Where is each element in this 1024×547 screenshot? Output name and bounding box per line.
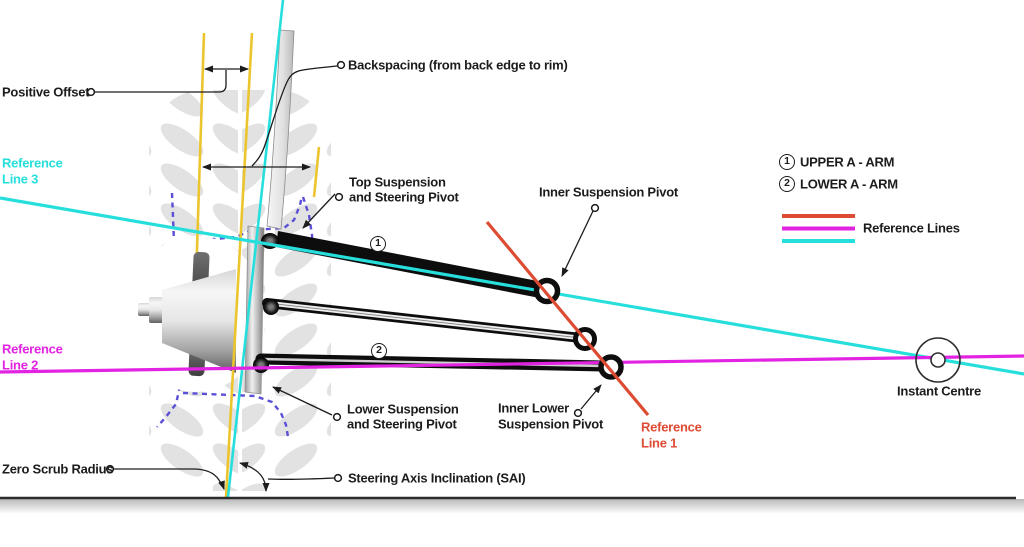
reference-line-3-label2: Line 3 xyxy=(2,171,39,187)
ground-shadow xyxy=(0,499,1024,514)
reference-line-3-label: Reference xyxy=(2,155,63,171)
reference-line-1-label2: Line 1 xyxy=(641,435,678,451)
lower-arm-number-marker: 2 xyxy=(371,343,387,359)
legend-reference-lines-label: Reference Lines xyxy=(863,220,960,236)
sai-connector xyxy=(267,477,335,480)
backspacing-label: Backspacing (from back edge to rim) xyxy=(348,57,568,73)
lower-pivot-terminal xyxy=(332,412,342,422)
legend-lower-arm-number: 2 xyxy=(779,176,795,192)
zero-scrub-terminal xyxy=(105,464,115,474)
sai-terminal xyxy=(333,473,343,483)
wheel-centreline xyxy=(224,32,254,498)
steering-axis-line xyxy=(226,0,285,498)
inner-pivot-label: Inner Suspension Pivot xyxy=(539,184,678,200)
top-pivot-pointer xyxy=(302,193,336,229)
positive-offset-label: Positive Offset xyxy=(2,84,90,100)
inner-lower-pivot-ring xyxy=(598,354,624,380)
backspacing-terminal xyxy=(336,60,346,70)
legend-upper-arm-label: UPPER A - ARM xyxy=(800,154,895,170)
zero-scrub-pointer xyxy=(114,468,225,490)
strut-body xyxy=(266,29,295,230)
lower-ball-joint xyxy=(253,357,269,373)
spindle-step xyxy=(149,297,163,323)
reference-line-2-label: Reference xyxy=(2,341,63,357)
inner-lower-pivot-label: Inner Lower xyxy=(498,400,569,416)
sai-label: Steering Axis Inclination (SAI) xyxy=(348,470,526,486)
measurement-arrows xyxy=(202,65,311,171)
tie-rod-arm xyxy=(262,298,586,343)
lower-pivot-pointer xyxy=(272,386,333,416)
legend-lower-arm-label: LOWER A - ARM xyxy=(800,176,898,192)
reference-line-1 xyxy=(485,220,650,417)
tie-rod-ball-joint xyxy=(263,299,279,315)
legend-line-swatches xyxy=(782,214,855,243)
inner-lower-terminal xyxy=(573,408,583,418)
legend-upper-arm-number: 1 xyxy=(779,154,795,170)
top-pivot-terminal xyxy=(334,192,344,202)
inner-lower-pivot-label2: Suspension Pivot xyxy=(498,416,604,432)
reference-line-1-label: Reference xyxy=(641,419,702,435)
rim-front-edge-line xyxy=(312,146,321,198)
spindle-shaft xyxy=(138,303,152,316)
top-pivot-label2: and Steering Pivot xyxy=(349,189,459,205)
upper-arm-number-marker: 1 xyxy=(370,236,386,252)
inner-pivot-terminal xyxy=(590,203,600,213)
wheel-hub-assembly xyxy=(138,225,265,395)
positive-offset-connector xyxy=(95,70,227,93)
reference-line-3 xyxy=(0,196,1024,376)
inner-lower-pivot-pointer xyxy=(580,384,602,410)
label-connectors xyxy=(86,60,602,492)
instant-centre-label: Instant Centre xyxy=(897,383,981,399)
reference-line-2-label2: Line 2 xyxy=(2,357,39,373)
backspacing-connector xyxy=(251,65,338,167)
top-pivot-label: Top Suspension xyxy=(349,174,446,190)
reference-line-2 xyxy=(0,354,1024,374)
sai-angle-arc xyxy=(239,461,270,492)
hub-cone xyxy=(162,269,236,373)
positive-offset-terminal xyxy=(86,87,96,97)
instant-centre-marker xyxy=(915,337,961,383)
inner-pivot-pointer xyxy=(561,210,594,277)
lower-pivot-label: Lower Suspension xyxy=(347,401,459,417)
lower-pivot-label2: and Steering Pivot xyxy=(347,416,457,432)
zero-scrub-label: Zero Scrub Radius xyxy=(2,461,114,477)
